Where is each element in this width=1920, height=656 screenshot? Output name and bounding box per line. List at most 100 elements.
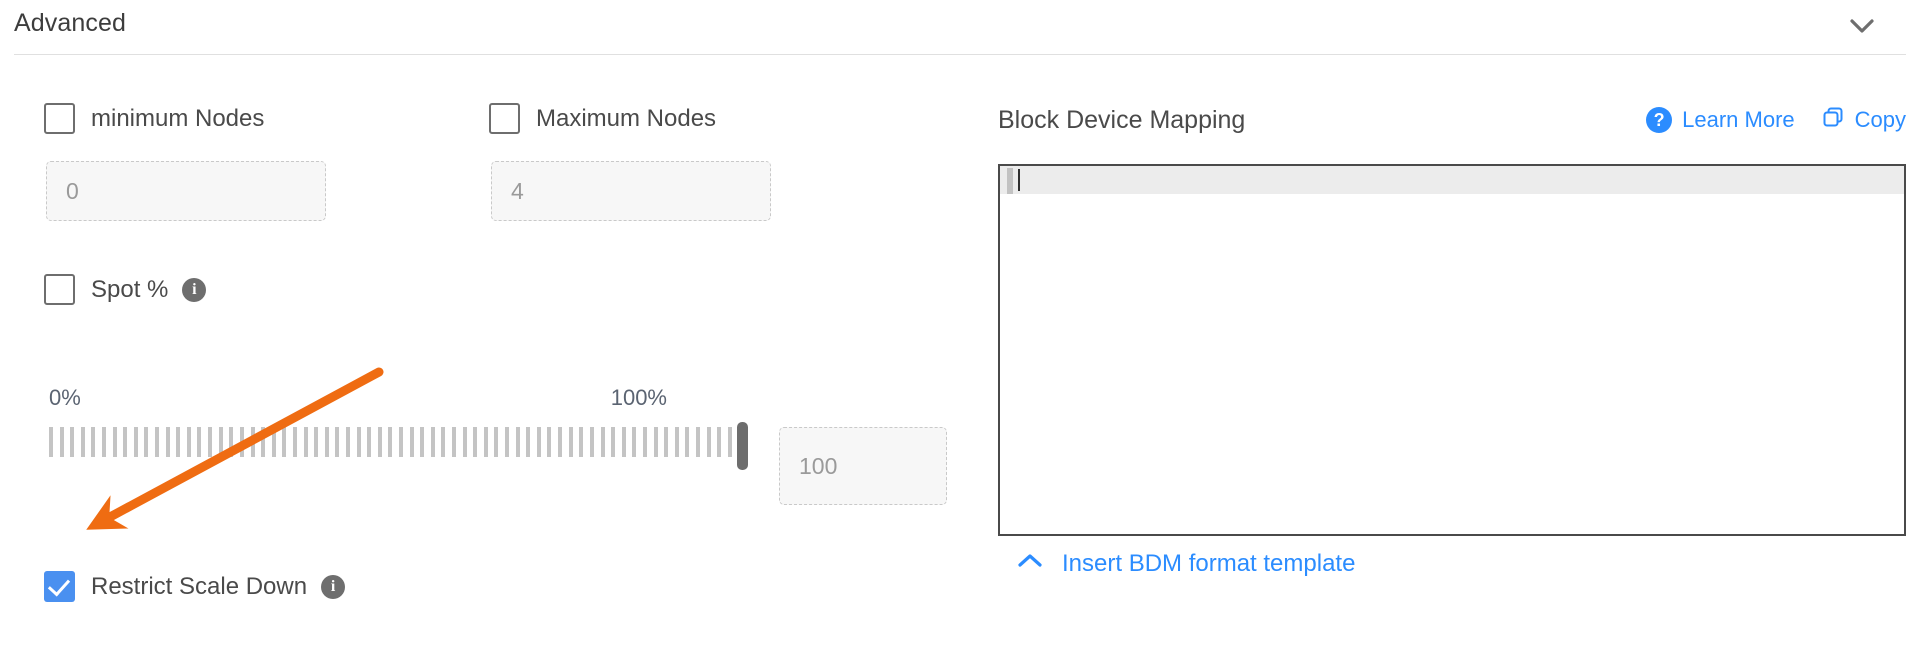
restrict-scale-down-row[interactable]: Restrict Scale Down i [44,571,346,602]
advanced-options-left-column: minimum Nodes Maximum Nodes Spot % i 0% … [0,55,960,656]
slider-tick [547,427,552,457]
slider-max-label: 100% [610,385,667,410]
slider-tick [462,427,467,457]
info-icon[interactable]: i [182,277,207,302]
slider-tick [515,427,520,457]
slider-tick [335,427,340,457]
learn-more-link[interactable]: ? Learn More [1646,107,1795,133]
slider-tick [536,427,541,457]
slider-tick [430,427,435,457]
slider-tick [441,427,446,457]
slider-tick [409,427,414,457]
slider-tick [600,427,605,457]
slider-tick [186,427,191,457]
slider-tick [59,427,64,457]
slider-tick [197,427,202,457]
slider-tick [589,427,594,457]
slider-tick [80,427,85,457]
insert-bdm-template-link[interactable]: Insert BDM format template [1016,550,1355,578]
slider-tick [717,427,722,457]
slider-tick [102,427,107,457]
page-title: Advanced [14,9,126,37]
slider-tick [282,427,287,457]
slider-tick [621,427,626,457]
slider-tick [579,427,584,457]
slider-tick [292,427,297,457]
slider-tick [271,427,276,457]
advanced-panel-header[interactable]: Advanced [0,0,1920,55]
slider-tick [91,427,96,457]
maximum-nodes-input[interactable] [491,161,771,221]
header-divider [14,54,1906,55]
spot-percent-row[interactable]: Spot % i [44,274,207,305]
slider-tick [250,427,255,457]
slider-min-label: 0% [49,385,81,410]
chevron-up-icon [1016,550,1044,578]
slider-tick [558,427,563,457]
slider-tick [49,427,53,457]
slider-tick [420,427,425,457]
minimum-nodes-input[interactable] [46,161,326,221]
slider-tick [70,427,75,457]
spot-percent-value-input[interactable] [779,427,947,505]
slider-tick [611,427,616,457]
slider-tick [144,427,149,457]
info-icon[interactable]: i [321,574,346,599]
slider-tick [112,427,117,457]
slider-tick [345,427,350,457]
slider-tick [367,427,372,457]
slider-tick [568,427,573,457]
slider-tick [399,427,403,457]
learn-more-label: Learn More [1682,107,1795,132]
editor-caret [1018,169,1020,191]
slider-tick [229,427,234,457]
copy-label: Copy [1854,107,1906,132]
slider-tick [483,427,488,457]
slider-tick [314,427,319,457]
slider-tick [303,427,308,457]
spot-percent-slider[interactable] [49,422,749,470]
maximum-nodes-row[interactable]: Maximum Nodes [489,103,716,134]
slider-tick [155,427,160,457]
slider-tick [706,427,711,457]
maximum-nodes-label: Maximum Nodes [536,104,717,132]
slider-tick [664,427,669,457]
slider-tick [473,427,478,457]
editor-active-line [1000,166,1904,194]
slider-tick [165,427,170,457]
slider-tick [674,427,679,457]
block-device-mapping-panel: Block Device Mapping ? Learn More Copy [998,55,1920,656]
chevron-down-icon[interactable] [1846,12,1878,40]
block-device-mapping-title: Block Device Mapping [998,106,1246,134]
slider-tick [695,427,700,457]
annotation-arrow [86,367,384,530]
slider-tick [632,427,637,457]
slider-tick [642,427,647,457]
bdm-action-links: ? Learn More Copy [1646,105,1906,135]
slider-tick [526,427,531,457]
spot-percent-checkbox[interactable] [44,274,75,305]
slider-tick [356,427,361,457]
copy-icon [1821,105,1845,135]
insert-bdm-template-label: Insert BDM format template [1062,550,1356,577]
slider-tick [452,427,457,457]
spot-percent-slider-group: 0% 100% [48,385,754,495]
copy-button[interactable]: Copy [1821,105,1906,135]
restrict-scale-down-checkbox[interactable] [44,571,75,602]
minimum-nodes-row[interactable]: minimum Nodes [44,103,264,134]
slider-tick [727,427,732,457]
slider-tick [123,427,128,457]
restrict-scale-down-label: Restrict Scale Down [91,572,308,600]
slider-tick [133,427,138,457]
editor-gutter-marker [1007,168,1013,194]
spot-percent-label: Spot % [91,275,169,303]
slider-tick [324,427,329,457]
slider-tick [377,427,382,457]
slider-tick [208,427,213,457]
slider-tick [176,427,181,457]
maximum-nodes-checkbox[interactable] [489,103,520,134]
bdm-code-editor[interactable] [998,164,1906,536]
slider-thumb[interactable] [737,422,748,470]
help-circle-icon: ? [1646,107,1673,133]
minimum-nodes-checkbox[interactable] [44,103,75,134]
